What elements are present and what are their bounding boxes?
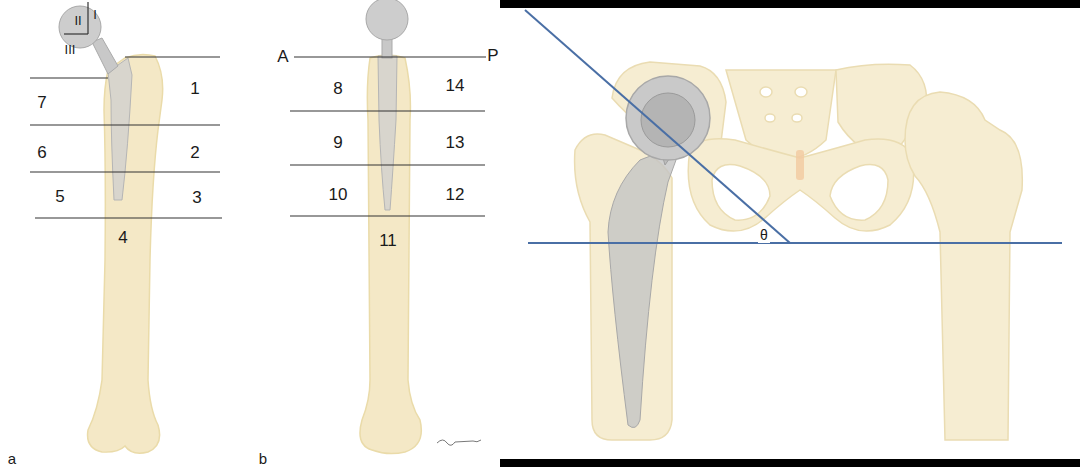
zone-line [30, 77, 108, 78]
angle-symbol-holder: θ [758, 226, 770, 244]
zone-number: 4 [118, 229, 127, 246]
zone-number: 1 [190, 80, 199, 97]
zone-number-holder: 4 [118, 229, 127, 247]
axis-numeral: III [65, 43, 76, 56]
prosthesis-neck [92, 38, 118, 74]
direction-letter: A [277, 48, 288, 65]
pubic-symphysis [796, 150, 804, 180]
zone-number-holder: 10 [329, 186, 348, 204]
femur-bone [360, 55, 421, 454]
zone-lines-b [290, 57, 486, 216]
prosthesis-stem [378, 56, 397, 210]
femur-a [59, 2, 163, 453]
zone-number-holder: 3 [192, 189, 201, 207]
zone-line [290, 110, 485, 111]
zone-number-holder: 9 [333, 134, 342, 152]
direction-letter-holder: P [487, 47, 498, 65]
zone-number: 14 [446, 77, 465, 94]
zone-line [30, 124, 220, 125]
angle-line [525, 10, 790, 243]
axis-numeral-holder: I [93, 5, 97, 23]
prosthesis-head [366, 0, 408, 40]
acetabular-cup [626, 76, 710, 160]
zone-number: 2 [190, 144, 199, 161]
pelvis-panel [500, 0, 1080, 467]
panel-bar [500, 459, 1080, 467]
direction-letter-holder: A [277, 48, 288, 66]
zone-number-holder: 11 [379, 232, 397, 250]
zone-number: 3 [192, 189, 201, 206]
pubis-ischium [688, 139, 913, 231]
axis-line [87, 2, 88, 34]
zone-number: 12 [446, 186, 465, 203]
zone-number: 8 [333, 80, 342, 97]
zone-number-holder: 13 [446, 134, 465, 152]
panel-letter-holder: b [259, 450, 267, 467]
zone-number: 13 [446, 134, 465, 151]
zone-line [30, 171, 220, 172]
zone-line [290, 215, 485, 216]
panel-letter: a [8, 451, 16, 466]
femur-right [905, 92, 1022, 440]
femur-b [360, 0, 481, 454]
zone-number-holder: 1 [190, 80, 199, 98]
zone-number-holder: 5 [55, 188, 64, 206]
zone-line [35, 217, 222, 218]
zone-number-holder: 2 [190, 144, 199, 162]
zone-number: 5 [55, 188, 64, 205]
axis-numeral-holder: II [74, 11, 81, 29]
zone-lines-a [30, 57, 222, 218]
axis-line [64, 33, 88, 34]
zone-line [290, 164, 485, 165]
panel-bar [500, 0, 1080, 8]
zone-line [294, 56, 486, 57]
direction-letter: P [487, 47, 498, 64]
axis-numeral: I [93, 8, 97, 21]
zone-number: 7 [37, 94, 46, 111]
zone-number-holder: 6 [37, 144, 46, 162]
zone-number: 6 [37, 144, 46, 161]
axis-numeral-holder: III [65, 40, 76, 58]
prosthesis-stem [608, 155, 676, 428]
femur-bone [88, 54, 163, 453]
zone-number-holder: 8 [333, 80, 342, 98]
angle-symbol: θ [758, 227, 770, 243]
zone-number: 11 [379, 232, 397, 249]
zone-number-holder: 12 [446, 186, 465, 204]
zone-line [125, 56, 220, 57]
signature [437, 440, 481, 445]
zone-number-holder: 14 [446, 77, 465, 95]
reference-line [528, 242, 1062, 244]
axis-numeral: II [74, 14, 81, 27]
zone-number: 9 [333, 134, 342, 151]
panel-letter-holder: a [8, 450, 16, 467]
panel-letter: b [259, 451, 267, 466]
zone-number-holder: 7 [37, 94, 46, 112]
zone-number: 10 [329, 186, 348, 203]
prosthesis-stem [108, 58, 132, 200]
